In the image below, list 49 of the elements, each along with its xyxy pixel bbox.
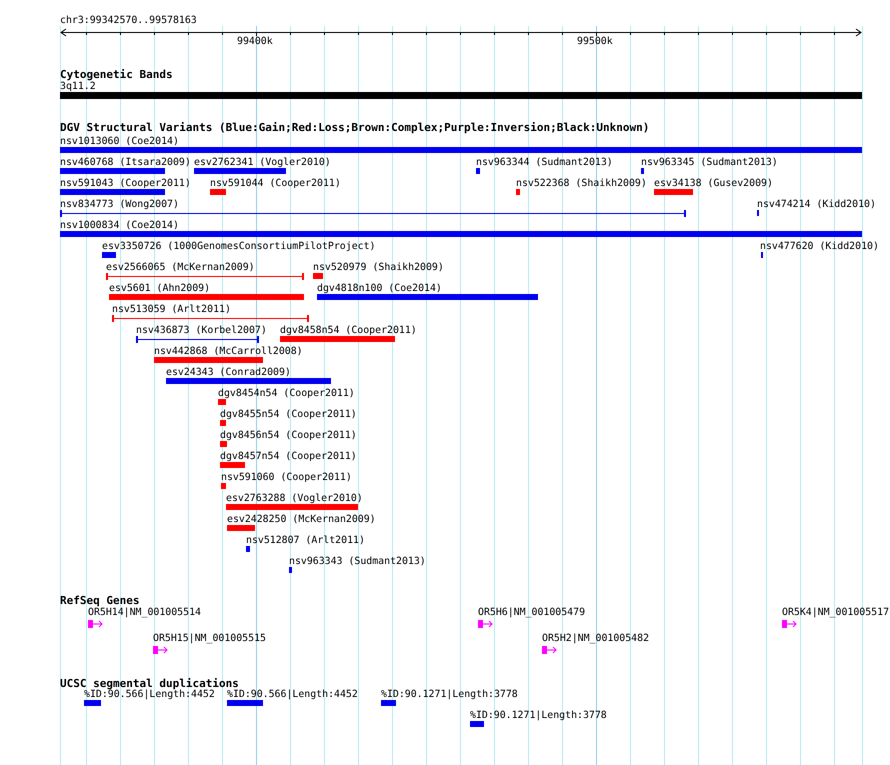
- feature-label: dgv8454n54 (Cooper2011): [218, 388, 355, 398]
- feature-label: OR5H15|NM_001005515: [153, 632, 266, 644]
- track-heading: Cytogenetic Bands: [60, 68, 173, 80]
- feature-label: 3q11.2: [60, 80, 96, 92]
- feature-label: nsv512807 (Arlt2011): [246, 534, 365, 546]
- feature-label: nsv474214 (Kidd2010): [757, 198, 876, 210]
- feature-label: esv34138 (Gusev2009): [654, 178, 773, 188]
- feature-label: nsv591060 (Cooper2011): [221, 472, 352, 482]
- track-heading: RefSeq Genes: [60, 594, 140, 606]
- feature-label: esv5601 (Ahn2009): [109, 282, 210, 294]
- track-heading: UCSC segmental duplications: [60, 676, 239, 690]
- feature-label: dgv4818n100 (Coe2014): [317, 282, 442, 294]
- feature-label: dgv8458n54 (Cooper2011): [280, 324, 417, 336]
- position-label: chr3:99342570..99578163: [60, 14, 197, 26]
- feature-label: esv2763288 (Vogler2010): [226, 492, 363, 504]
- feature-label: %ID:90.566|Length:4452: [84, 688, 215, 700]
- feature-label: nsv436873 (Korbel2007): [136, 324, 267, 336]
- feature-label: dgv8457n54 (Cooper2011): [220, 450, 357, 462]
- feature-label: nsv460768 (Itsara2009): [60, 156, 191, 168]
- feature-label: esv2566065 (McKernan2009): [106, 262, 255, 272]
- feature-label: nsv442868 (McCarroll2008): [154, 346, 303, 356]
- feature-label: dgv8456n54 (Cooper2011): [220, 430, 357, 440]
- feature-label: nsv522368 (Shaikh2009): [516, 178, 647, 188]
- feature-label: esv2762341 (Vogler2010): [194, 156, 331, 168]
- feature-label: nsv591044 (Cooper2011): [210, 178, 341, 188]
- feature-label: nsv591043 (Cooper2011): [60, 178, 191, 188]
- feature-label: esv2428250 (McKernan2009): [227, 514, 376, 524]
- feature-label: %ID:90.1271|Length:3778: [470, 710, 607, 720]
- feature-label: dgv8455n54 (Cooper2011): [220, 408, 357, 420]
- feature-label: nsv520979 (Shaikh2009): [313, 262, 444, 272]
- feature-label: nsv1013060 (Coe2014): [60, 136, 179, 146]
- feature-label: esv24343 (Conrad2009): [166, 366, 291, 378]
- feature-label: OR5H14|NM_001005514: [88, 606, 201, 618]
- feature-label: OR5H2|NM_001005482: [542, 632, 650, 644]
- feature-label: nsv963345 (Sudmant2013): [641, 156, 778, 168]
- feature-label: nsv1000834 (Coe2014): [60, 220, 179, 230]
- feature-label: %ID:90.1271|Length:3778: [381, 688, 518, 700]
- feature-label: nsv513059 (Arlt2011): [112, 304, 231, 314]
- feature-label: OR5H6|NM_001005479: [478, 606, 586, 618]
- feature-label: %ID:90.566|Length:4452: [227, 688, 358, 700]
- feature-label: OR5K4|NM_001005517: [782, 606, 890, 618]
- ruler-tick-label: 99500k: [577, 34, 613, 48]
- feature-label: nsv834773 (Wong2007): [60, 198, 179, 210]
- feature-label: nsv477620 (Kidd2010): [760, 240, 879, 252]
- ruler-tick-label: 99400k: [237, 34, 273, 48]
- track-heading: DGV Structural Variants (Blue:Gain;Red:Loss;Brown:Complex;Purple:Inversion;Black:Unknown): [60, 120, 650, 134]
- feature-label: nsv963344 (Sudmant2013): [476, 156, 613, 168]
- feature-label: nsv963343 (Sudmant2013): [289, 556, 426, 566]
- feature-label: esv3350726 (1000GenomesConsortiumPilotProject): [102, 240, 376, 252]
